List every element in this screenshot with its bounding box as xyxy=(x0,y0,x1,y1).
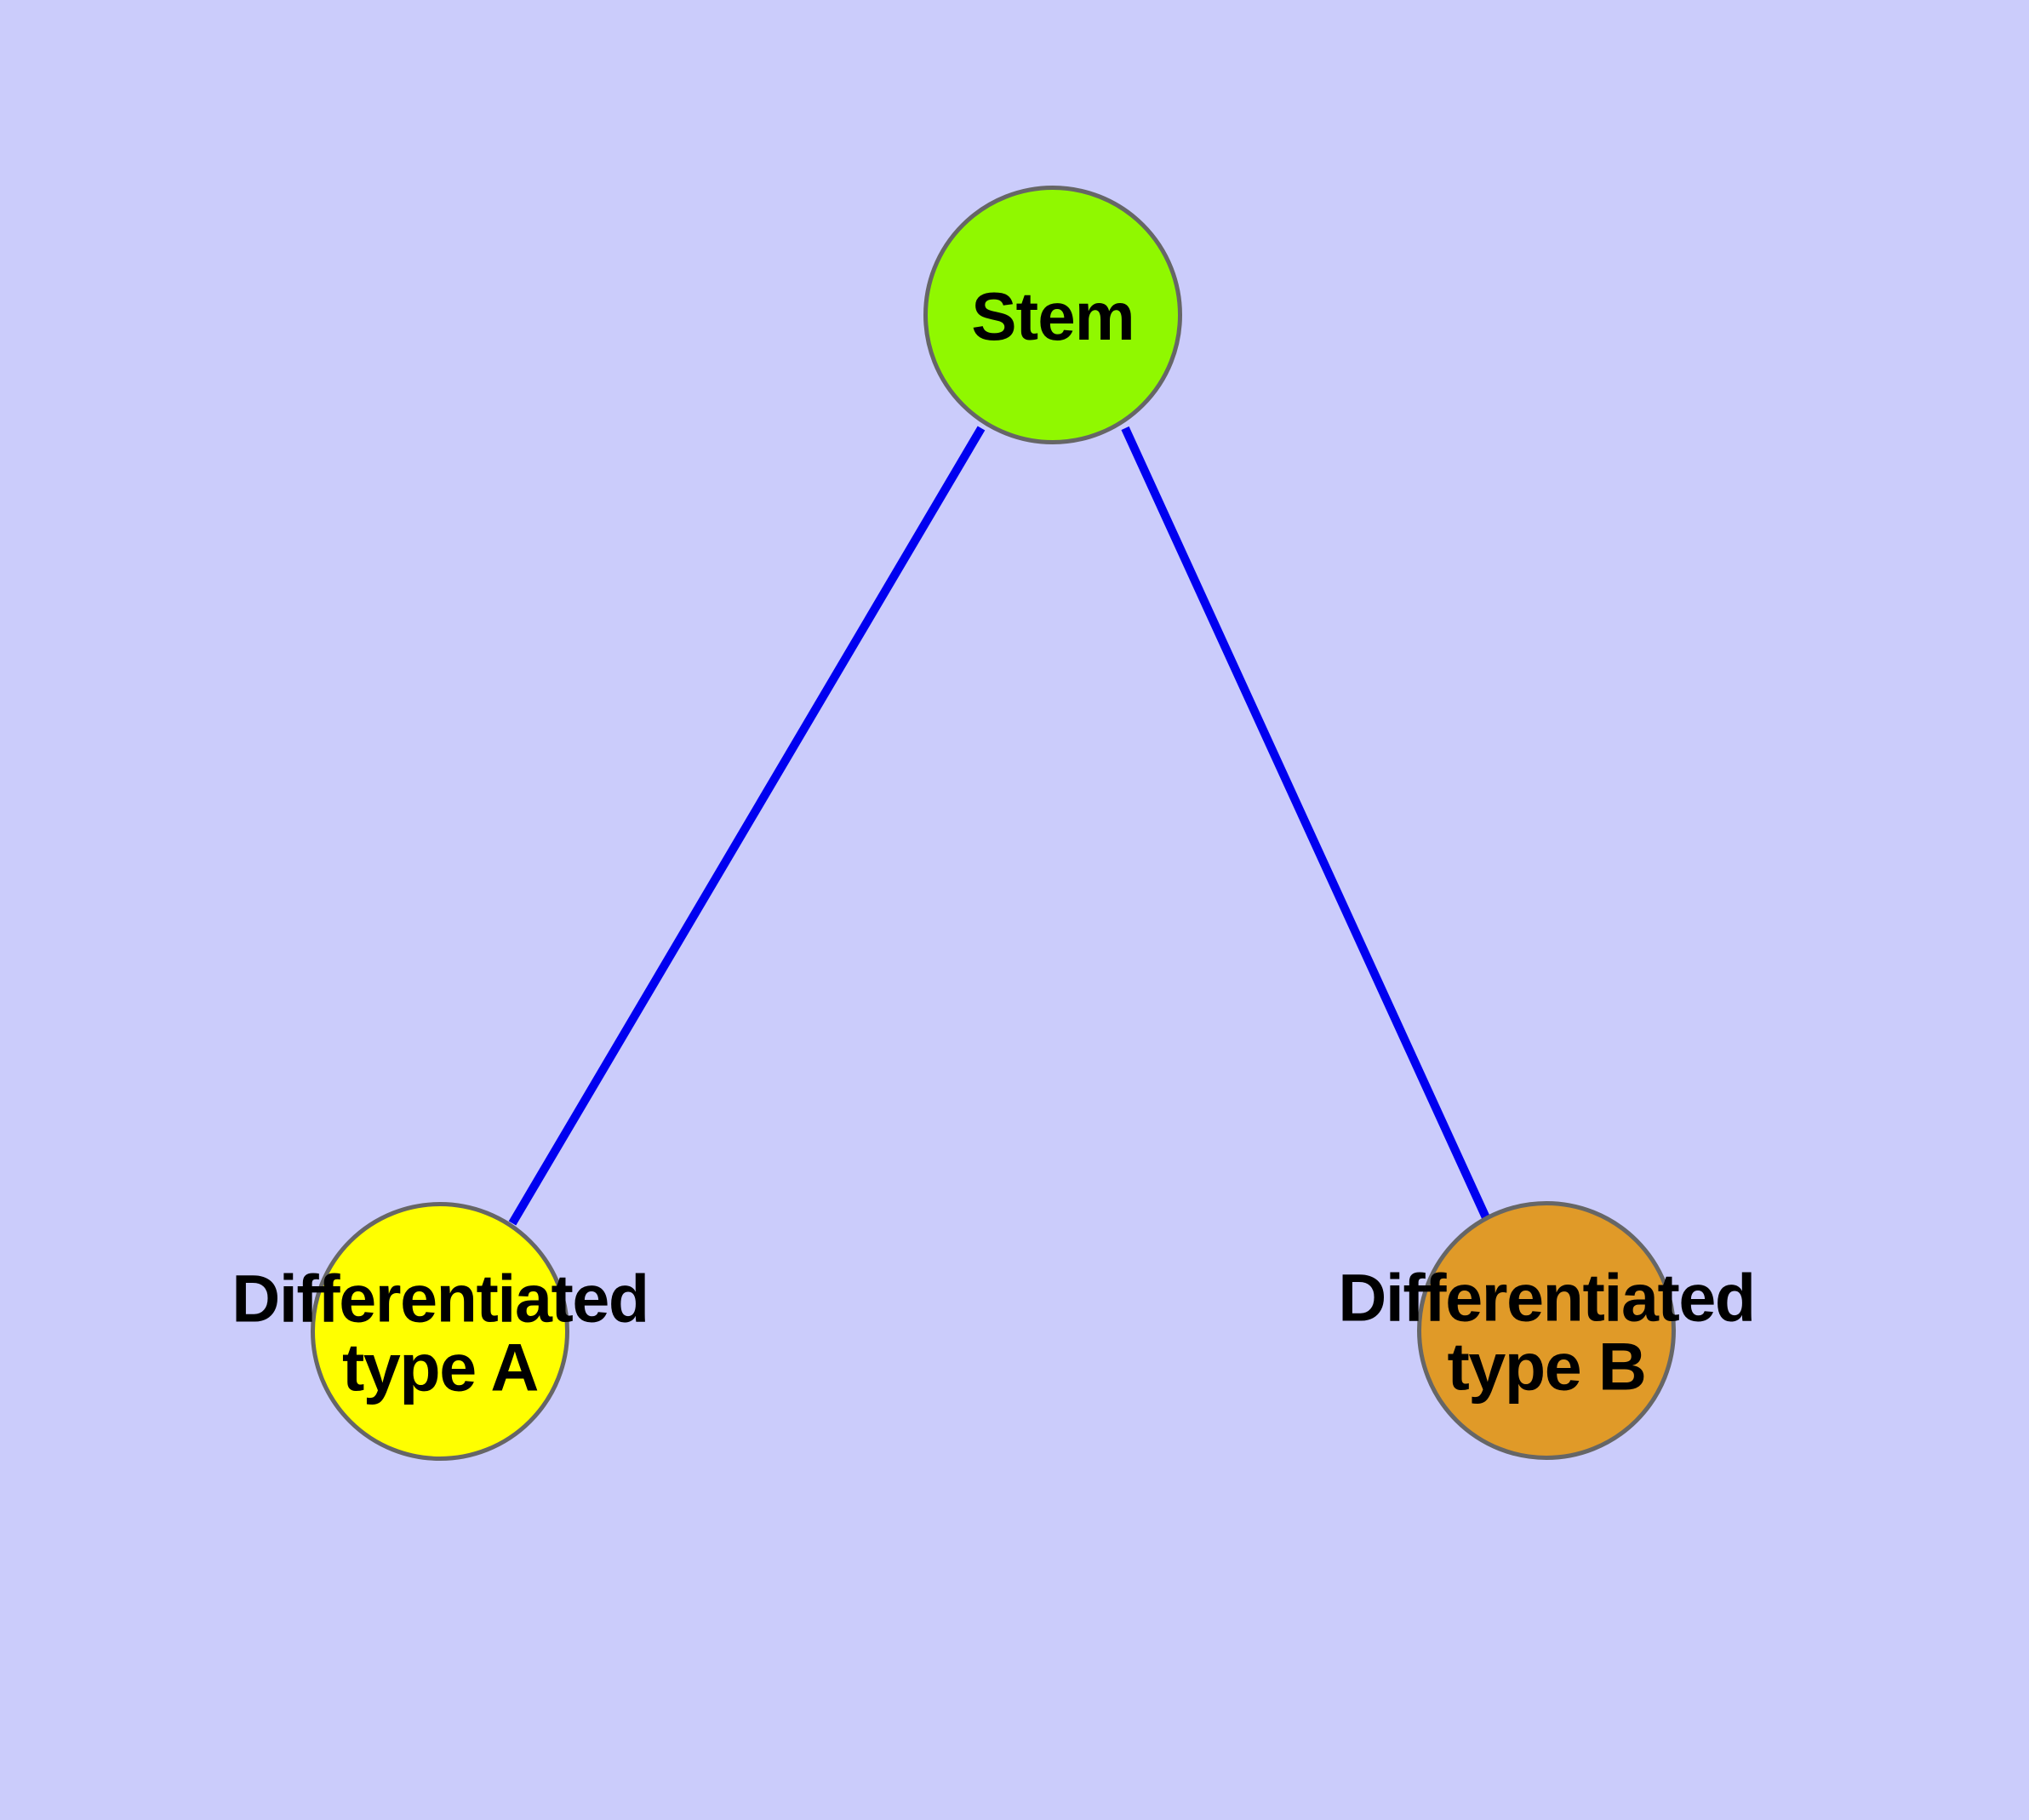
node-type-a[interactable] xyxy=(311,1202,569,1461)
edge-stem-to-type-b[interactable] xyxy=(1121,426,1493,1226)
node-stem[interactable] xyxy=(923,186,1182,444)
node-type-b[interactable] xyxy=(1417,1201,1676,1460)
edge-stem-to-type-a[interactable] xyxy=(508,426,986,1226)
nodes-layer xyxy=(311,186,1676,1461)
edges-layer xyxy=(508,426,1493,1226)
